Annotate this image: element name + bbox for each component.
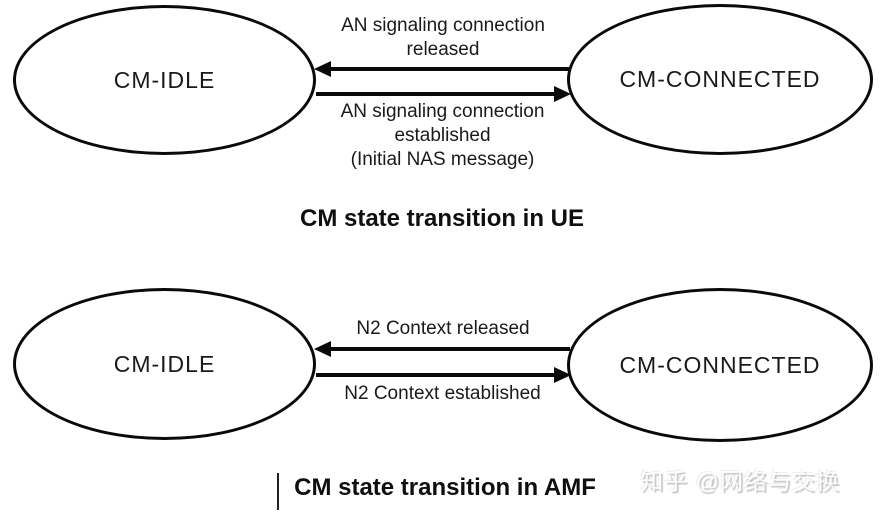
amf-arrow-to-idle-shaft (330, 347, 570, 351)
amf-cm-idle-label: CM-IDLE (113, 350, 216, 377)
ue-to-connected-line3: (Initial NAS message) (350, 149, 535, 170)
arrowhead-left-icon (314, 341, 331, 357)
ue-arrow-to-idle-shaft (330, 67, 570, 71)
ue-cm-idle-label: CM-IDLE (113, 66, 216, 93)
ue-transition-to-idle-label: AN signaling connection released (293, 14, 593, 62)
ue-to-connected-line1: AN signaling connection (340, 101, 545, 122)
ue-state-ellipse-cm-connected: CM-CONNECTED (567, 4, 873, 155)
ue-diagram-title: CM state transition in UE (299, 205, 585, 232)
amf-transition-to-connected-label: N2 Context established (344, 383, 541, 404)
ue-transition-to-connected-label: AN signaling connection established (Ini… (290, 100, 595, 172)
ue-to-idle-line2: released (406, 39, 480, 60)
ue-to-idle-line1: AN signaling connection (341, 15, 545, 36)
amf-diagram-title: CM state transition in AMF (294, 474, 596, 501)
amf-transition-to-idle-label: N2 Context released (356, 318, 530, 339)
ue-to-connected-line2: established (394, 125, 491, 146)
arrowhead-right-icon (554, 86, 571, 102)
amf-state-ellipse-cm-connected: CM-CONNECTED (567, 288, 873, 442)
text-cursor (277, 473, 279, 510)
ue-cm-connected-label: CM-CONNECTED (619, 66, 821, 92)
amf-arrow-to-connected-shaft (316, 373, 554, 377)
ue-state-ellipse-cm-idle: CM-IDLE (13, 5, 316, 155)
watermark: 知乎 @网络与交换 (640, 468, 840, 494)
amf-cm-connected-label: CM-CONNECTED (619, 351, 821, 378)
ue-arrow-to-connected-shaft (316, 92, 554, 96)
arrowhead-right-icon (554, 367, 571, 383)
amf-state-ellipse-cm-idle: CM-IDLE (13, 288, 316, 440)
arrowhead-left-icon (314, 61, 331, 77)
